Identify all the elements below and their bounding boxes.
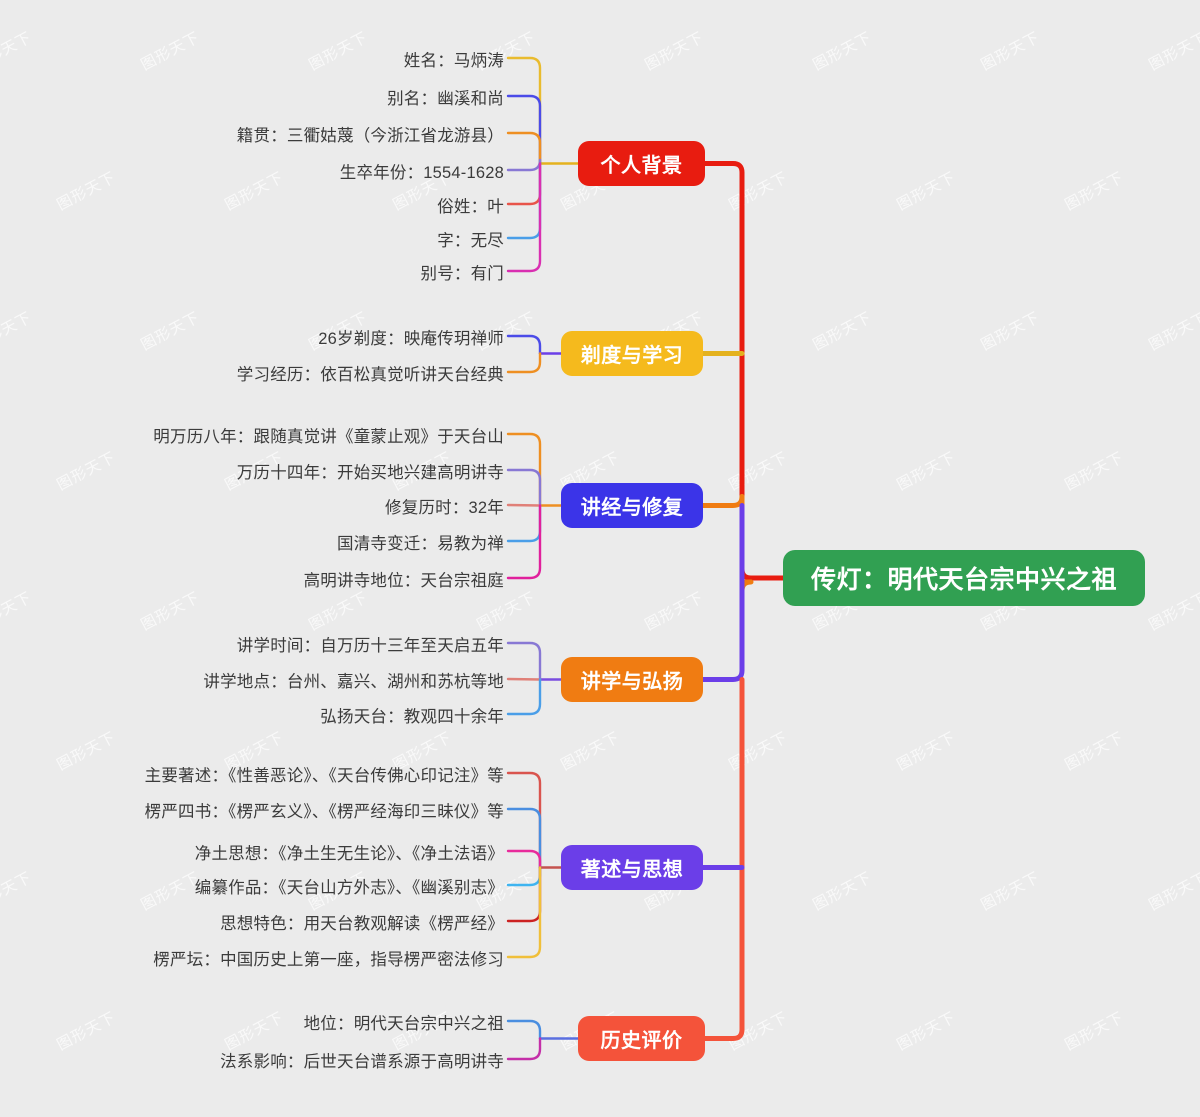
connector-path [506,158,542,172]
leaf-node[interactable]: 国清寺变迁：易教为禅 [337,535,504,553]
connector-path [506,503,542,507]
branch-node-6[interactable]: 历史评价 [578,1016,705,1061]
connector-path [506,56,542,165]
connector-path [506,807,542,869]
leaf-node[interactable]: 别号：有门 [420,265,504,283]
connector-path [506,94,542,165]
leaf-node[interactable]: 籍贯：三衢姑蔑（今浙江省龙游县） [236,127,504,145]
connector-path [506,641,542,681]
connector-path [506,131,542,165]
leaf-node[interactable]: 编纂作品：《天台山方外志》、《幽溪别志》 [194,879,504,897]
connector-path [506,334,542,355]
leaf-node[interactable]: 别名：幽溪和尚 [387,90,504,108]
leaf-node[interactable]: 高明讲寺地位：天台宗祖庭 [303,572,504,590]
branch-node-1[interactable]: 个人背景 [578,141,705,186]
branch-node-5[interactable]: 著述与思想 [561,845,703,890]
connector-path [506,771,542,869]
connector-path [702,677,745,1041]
leaf-node[interactable]: 万历十四年：开始买地兴建高明讲寺 [236,464,504,482]
branch-node-2[interactable]: 剃度与学习 [561,331,703,376]
connector-path [506,866,542,923]
connector-path [506,849,542,869]
leaf-node[interactable]: 净土思想：《净土生无生论》、《净土法语》 [194,845,504,863]
leaf-node[interactable]: 讲学地点：台州、嘉兴、湖州和苏杭等地 [203,673,504,691]
leaf-node[interactable]: 字：无尽 [437,232,504,250]
connector-path [700,494,745,508]
leaf-node[interactable]: 法系影响：后世天台谱系源于高明讲寺 [220,1053,504,1071]
leaf-node[interactable]: 思想特色：用天台教观解读《楞严经》 [220,915,504,933]
connector-path [506,678,542,716]
leaf-node[interactable]: 地位：明代天台宗中兴之祖 [303,1015,504,1033]
leaf-node[interactable]: 修复历时：32年 [385,499,504,517]
leaf-node[interactable]: 楞严四书：《楞严玄义》、《楞严经海印三昧仪》等 [144,803,504,821]
leaf-node[interactable]: 楞严坛：中国历史上第一座，指导楞严密法修习 [153,951,504,969]
connector-path [506,866,542,959]
connector-path [506,468,542,507]
leaf-node[interactable]: 明万历八年：跟随真觉讲《童蒙止观》于天台山 [153,428,504,446]
connector-path [506,162,542,273]
branch-node-4[interactable]: 讲学与弘扬 [561,657,703,702]
leaf-node[interactable]: 姓名：马炳涛 [403,52,504,70]
leaf-node[interactable]: 弘扬天台：教观四十余年 [320,708,504,726]
connector-path [506,1019,542,1040]
connector-path [506,162,542,240]
connector-path [506,677,542,681]
connector-path [700,503,745,682]
connector-path [506,1037,542,1061]
connector-path [506,504,542,543]
connector-path [506,432,542,507]
connector-path [506,504,542,580]
connector-path [702,161,786,581]
leaf-node[interactable]: 讲学时间：自万历十三年至天启五年 [236,637,504,655]
leaf-node[interactable]: 学习经历：依百松真觉听讲天台经典 [236,366,504,384]
connector-path [506,352,542,374]
branch-node-3[interactable]: 讲经与修复 [561,483,703,528]
connector-path [506,866,542,887]
leaf-node[interactable]: 俗姓：叶 [437,198,504,216]
root-node[interactable]: 传灯：明代天台宗中兴之祖 [783,550,1145,606]
leaf-node[interactable]: 生卒年份：1554-1628 [339,164,504,182]
leaf-node[interactable]: 26岁剃度：映庵传玥禅师 [318,330,504,348]
leaf-node[interactable]: 主要著述：《性善恶论》、《天台传佛心印记注》等 [144,767,504,785]
